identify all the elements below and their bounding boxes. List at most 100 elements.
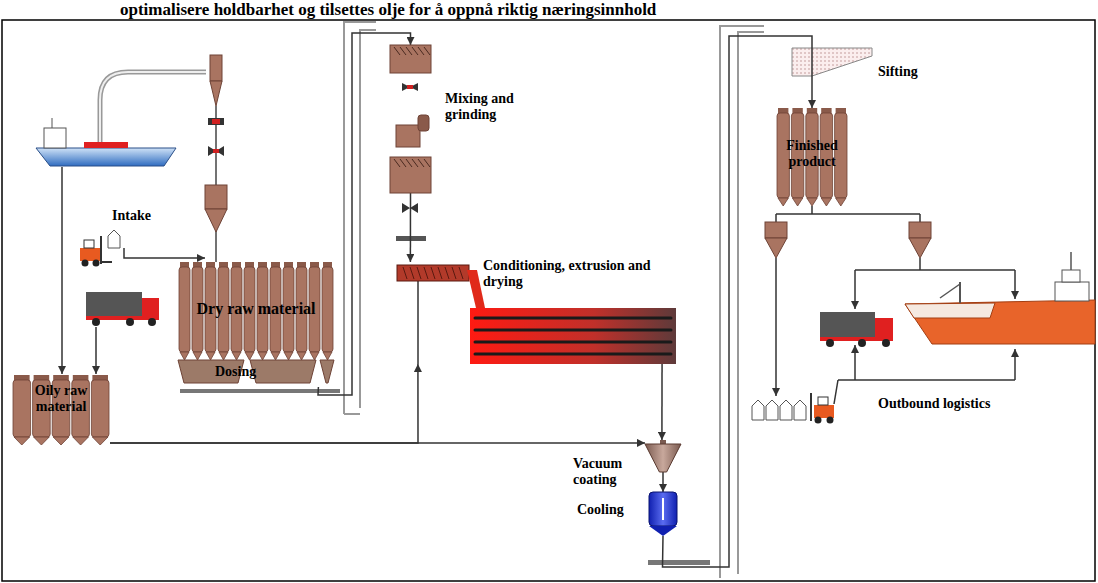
node-label: Mixing and grinding — [445, 91, 545, 123]
intake-arrows-part — [95, 327, 97, 374]
elevator — [344, 22, 376, 414]
intake-forklift — [80, 230, 205, 267]
flow-arrow — [410, 193, 412, 262]
intake-forklift-part — [82, 260, 89, 267]
mixer-shape-part — [424, 47, 430, 55]
mixer-shape-part — [394, 159, 400, 167]
loadout-arrows-part — [775, 258, 777, 396]
dryer-shape-part — [397, 265, 469, 281]
silos-shape-part — [323, 352, 332, 360]
loadout-hoppers-part — [765, 238, 787, 258]
big-bags — [752, 400, 806, 420]
silos-shape-part — [807, 198, 817, 206]
loadout-hoppers-part — [775, 214, 777, 222]
outbound-ship-part — [1055, 282, 1089, 301]
silos-shape-part — [179, 267, 190, 352]
mixer-shape-part — [390, 45, 431, 73]
silos-shape-part — [92, 437, 108, 445]
outbound-forklift-part — [834, 380, 838, 404]
outbound-forklift-part — [818, 397, 828, 405]
dryer-shape-part — [475, 353, 671, 356]
extruder-dryer: Conditioning, extrusion and drying — [397, 262, 676, 364]
big-bags-part — [794, 400, 806, 420]
elevator-part — [344, 22, 376, 414]
outbound-forklift-part — [810, 393, 812, 421]
dosing-shape-part — [320, 360, 334, 383]
mixer-shape-part — [412, 47, 418, 55]
mixer-shape-part — [424, 159, 430, 167]
intake-forklift-part — [101, 261, 112, 263]
loadout-hoppers-part — [765, 222, 787, 238]
loadout-arrows-part — [855, 269, 1015, 271]
silos-shape-part — [821, 198, 831, 206]
dryer-shape-part — [475, 317, 671, 320]
mixer-shape-part — [400, 159, 406, 167]
dryer-shape — [397, 262, 676, 364]
elevator-part — [344, 413, 360, 415]
intake-cyclone-part — [205, 209, 227, 232]
outbound-ship-part — [940, 284, 960, 298]
flow-arrow — [661, 364, 663, 440]
elevator-part — [738, 32, 764, 574]
dryer-shape-part — [475, 341, 671, 344]
loadout-arrows-part — [1014, 349, 1016, 380]
dryer-shape-part — [417, 267, 421, 279]
silos-shape-part — [53, 437, 69, 445]
flow-arrow — [318, 33, 411, 395]
intake-cyclone-part — [213, 149, 219, 153]
elevator-part — [360, 30, 376, 408]
dryer-shape-part — [410, 267, 414, 279]
intake-arrows — [62, 167, 96, 374]
silo-bank: Dry raw material — [178, 262, 334, 360]
loadout-arrows-part — [1014, 270, 1016, 299]
unloading-pipe — [100, 72, 206, 142]
silos-shape-part — [91, 380, 109, 437]
outbound-truck-part — [826, 339, 834, 347]
dryer-shape-part — [431, 267, 435, 279]
intake-truck-part — [86, 292, 142, 316]
silos-shape-part — [193, 352, 202, 360]
loadout-arrows-part — [854, 345, 856, 380]
intake-truck-part — [148, 318, 156, 326]
mixer-shape — [388, 45, 433, 193]
elevator — [720, 26, 764, 578]
intake-ship-part — [36, 148, 176, 166]
silos-shape-part — [322, 267, 333, 352]
outbound-forklift-part — [827, 417, 834, 424]
mixer-shape-part — [407, 85, 413, 89]
silos-shape-part — [232, 352, 241, 360]
outbound-ship — [905, 252, 1095, 344]
dryer-shape-part — [445, 267, 449, 279]
silos-shape-part — [778, 198, 788, 206]
intake-truck-part — [142, 298, 159, 316]
outbound-ship-part — [1070, 252, 1072, 270]
cooler-shape-part — [649, 492, 677, 526]
dryer-shape-part — [470, 308, 676, 364]
silos-shape-part — [258, 352, 267, 360]
loadout-hoppers-part — [776, 213, 920, 215]
cooler-shape — [645, 492, 681, 536]
outbound-ship-part — [1062, 270, 1080, 282]
unloading-pipe-part — [100, 72, 206, 142]
silos-shape-part — [792, 198, 802, 206]
intake-forklift-part — [84, 240, 94, 248]
dryer-shape-part — [417, 281, 419, 364]
intake-cyclone-part — [208, 146, 224, 156]
dryer-shape-part — [403, 267, 407, 279]
intake-ship — [36, 118, 176, 166]
loadout-hoppers-part — [919, 214, 921, 222]
outbound-forklift-part — [815, 417, 822, 424]
sifter — [792, 48, 872, 76]
node-label: Conditioning, extrusion and drying — [483, 258, 663, 290]
stage-label: Sifting — [878, 64, 918, 80]
silos-shape-part — [777, 113, 789, 198]
big-bags-part — [752, 400, 764, 420]
outbound-ship-part — [905, 300, 1095, 344]
mixer-shape-part — [400, 47, 406, 55]
dryer-shape-part — [467, 270, 485, 308]
cooler-conveyor — [648, 560, 710, 565]
intake-truck-part — [126, 318, 134, 326]
